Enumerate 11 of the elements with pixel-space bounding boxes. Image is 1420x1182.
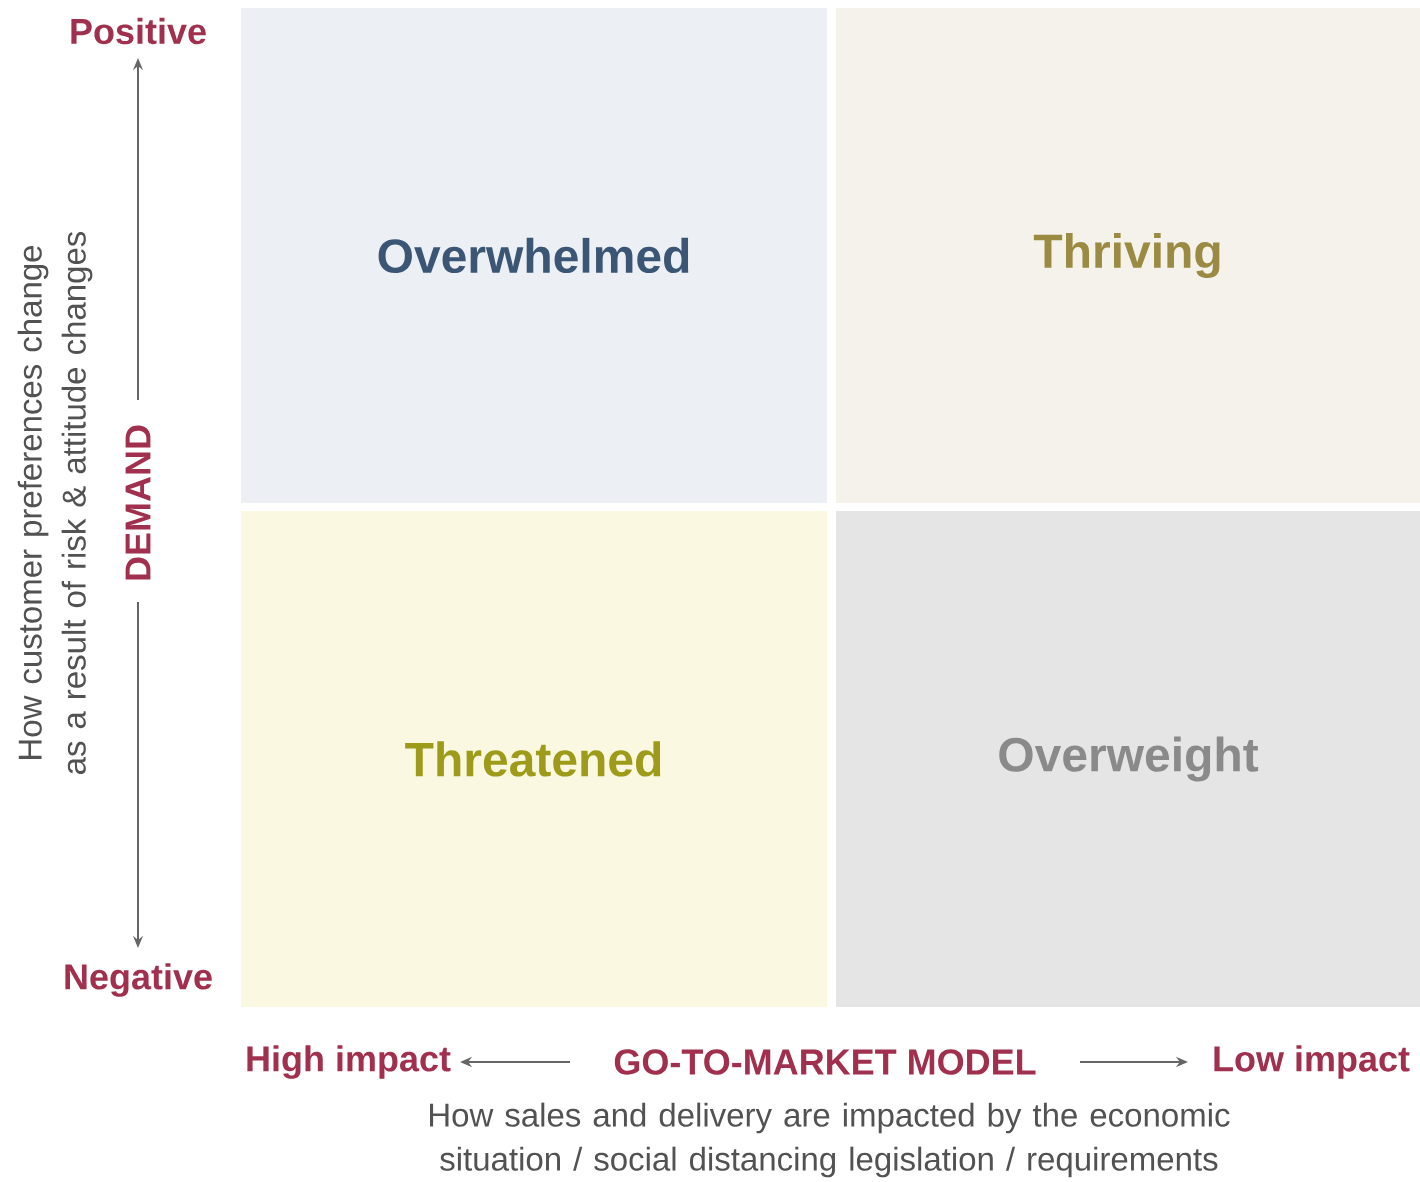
- axis-title: GO-TO-MARKET MODEL: [614, 1049, 1036, 1075]
- quadrant-box: Overweight: [836, 511, 1420, 1007]
- axis-description: How customer preferences change as a result of risk & attitude changes: [17, 231, 93, 774]
- axis-description: How sales and delivery are impacted by the economic situation / social distancing legislation / requirements: [430, 1102, 1230, 1178]
- axis-label: Low impact: [1214, 1045, 1410, 1079]
- axis-title: DEMAND: [119, 418, 157, 588]
- quadrant-box: Threatened: [241, 511, 827, 1007]
- axis-label: Positive: [71, 17, 206, 45]
- quadrant-box: Overwhelmed: [241, 8, 827, 503]
- quadrant-box: Thriving: [836, 8, 1420, 503]
- axis-label: High impact: [247, 1045, 451, 1079]
